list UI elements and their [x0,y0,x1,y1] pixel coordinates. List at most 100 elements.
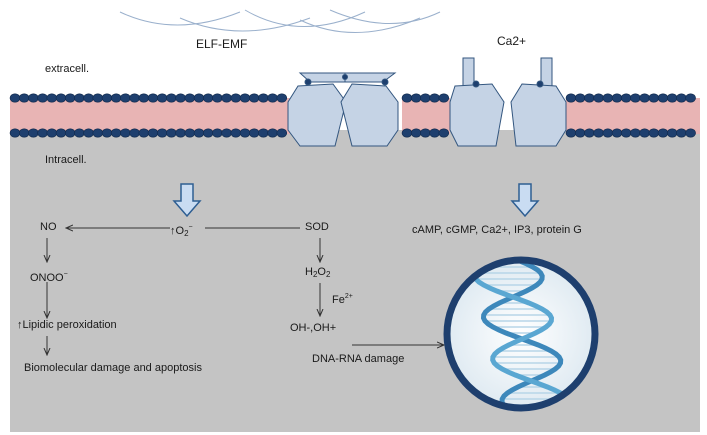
dna-rna-damage-label: DNA-RNA damage [312,353,405,365]
lipid-head [401,128,413,138]
lipid-head [429,128,440,138]
lipid-head [258,128,269,138]
lipid-head [46,93,58,103]
lipid-head [74,128,85,138]
lipid-head [175,128,186,138]
lipid-head [239,128,251,138]
lipid-head [92,93,104,103]
lipid-head [9,128,21,138]
lipid-head [574,93,586,103]
lipid-head [18,128,30,138]
lipid-head [202,128,214,138]
lipid-head [602,93,614,103]
lipid-head [55,93,67,103]
lipid-head [401,93,413,103]
dna-strand [480,260,564,408]
lipid-head [138,128,150,138]
block-arrow-down-icon [172,183,202,218]
lipid-head [676,93,687,103]
hydroxyl-label: OH-,OH+ [290,322,337,334]
lipid-head [92,128,104,138]
lipid-head [28,128,39,138]
lipid-head [18,93,30,103]
lipid-head [101,128,113,138]
increase-arrow-icon: ↑ [17,319,23,331]
lipid-head [565,128,577,138]
lipid-head [276,128,288,138]
lipid-head [193,128,205,138]
lipid-head [267,93,278,103]
increase-arrow-icon: ↑ [170,225,176,237]
lipid-head [37,128,48,138]
lipid-head [129,93,140,103]
lipid-head [410,128,422,138]
lipid-head [630,128,641,138]
lipid-head [83,93,94,103]
lipid-peroxidation-label: ↑Lipidic peroxidation [17,319,117,331]
lipid-head [410,93,422,103]
lipid-head [156,93,168,103]
lipid-head [639,128,650,138]
lipid-head [64,93,76,103]
lipid-head [276,93,288,103]
lipid-head [110,93,122,103]
ca2-label: Ca2+ [497,34,527,48]
lipid-head [676,128,687,138]
lipid-head [420,128,431,138]
lipid-head [438,93,450,103]
superoxide-label: ↑O2− [170,224,193,238]
field-wave-icon [119,9,441,33]
lipid-head [248,128,260,138]
lipid-head [83,128,94,138]
intracell-label: Intracell. [45,154,87,166]
no-label: NO [40,221,57,233]
lipid-head [175,93,186,103]
lipid-head [248,93,260,103]
lipid-head [230,128,242,138]
lipid-head [184,93,196,103]
lipid-head [648,93,660,103]
ion-channel-icon [287,72,399,147]
lipid-head [657,93,669,103]
lipid-head [230,93,242,103]
lipid-head [212,128,223,138]
biomolecular-damage-label: Biomolecular damage and apoptosis [24,362,202,374]
lipid-head [46,128,58,138]
lipid-head [221,128,232,138]
lipid-head [120,128,131,138]
lipid-head [101,93,113,103]
sod-label: SOD [305,221,329,233]
block-arrow-down-icon [510,183,540,218]
lipid-head [258,93,269,103]
lipid-head [666,93,678,103]
cell-membrane [9,93,700,138]
lipid-head [620,128,632,138]
lipid-head [611,93,623,103]
lipid-head [574,128,586,138]
lipid-head [138,93,150,103]
lipid-head [648,128,660,138]
extracell-label: extracell. [45,63,90,75]
lipid-head [620,93,632,103]
dna-strand [471,260,573,408]
lipid-head [193,93,205,103]
lipid-head [438,128,450,138]
lipid-head [166,128,177,138]
lipid-head [202,93,214,103]
lipid-head [602,128,614,138]
lipid-head [120,93,131,103]
lipid-head [55,128,67,138]
lipid-head [9,93,21,103]
lipid-head [221,93,232,103]
lipid-head [166,93,177,103]
lipid-head [184,128,196,138]
lipid-head [28,93,39,103]
lipid-head [212,93,223,103]
lipid-head [584,128,595,138]
lipid-head [37,93,48,103]
lipid-head [420,93,431,103]
reaction-arrows [47,228,444,355]
lipid-head [110,128,122,138]
